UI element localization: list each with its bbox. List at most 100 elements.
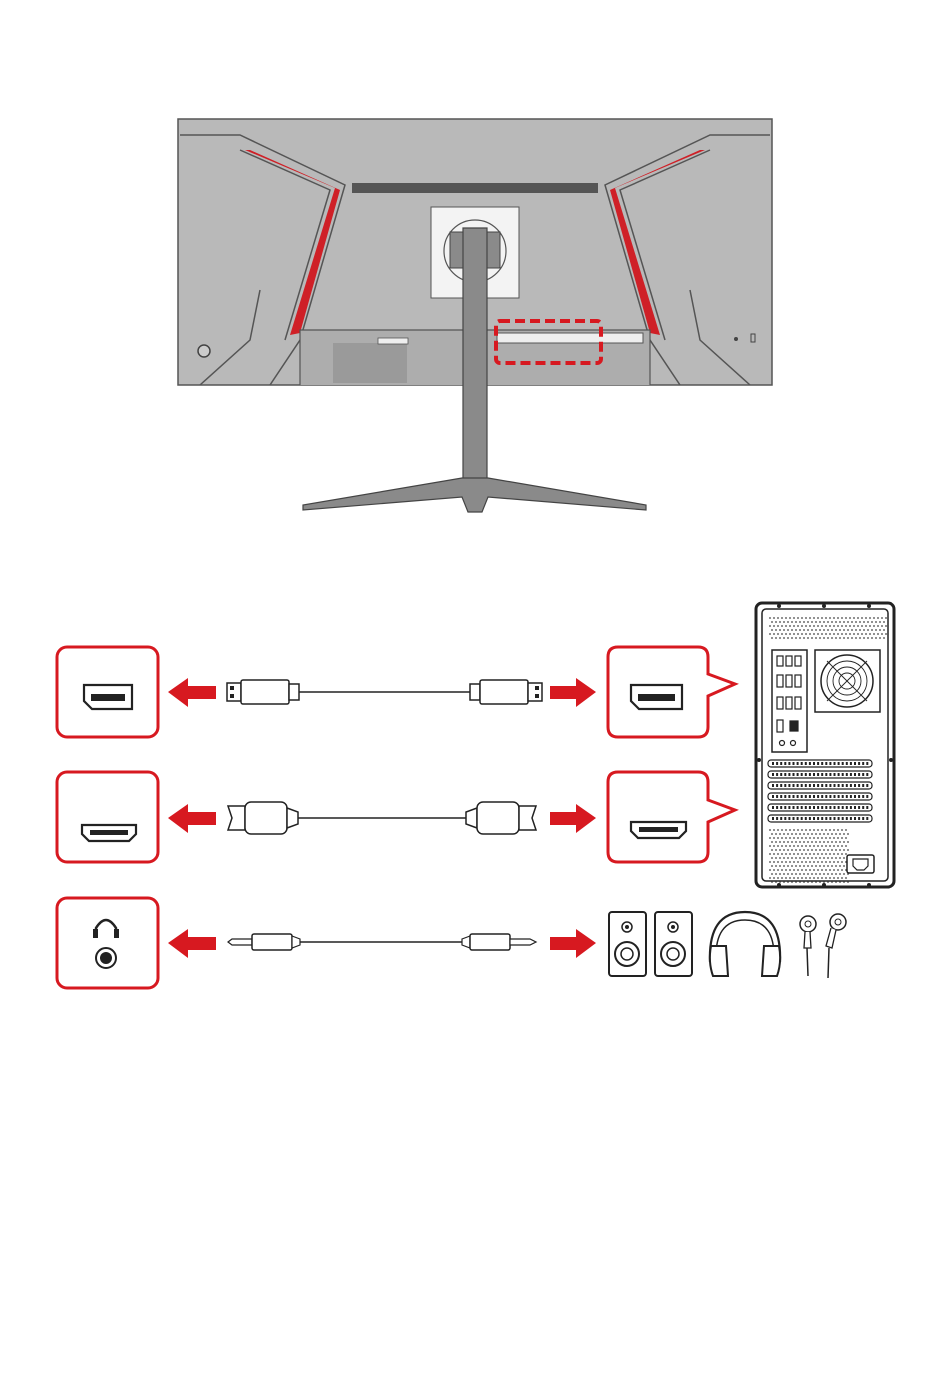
vent-hole (867, 621, 869, 623)
slot-vent (821, 773, 823, 776)
vent-hole (803, 621, 805, 623)
vent-hole (853, 633, 855, 635)
vent-hole (783, 873, 785, 875)
vent-hole (867, 637, 869, 639)
slot-vent (809, 795, 811, 798)
vent-hole (885, 633, 887, 635)
vent-hole (819, 865, 821, 867)
vent-hole (851, 637, 853, 639)
arrow-left-icon (168, 929, 216, 958)
vent-hole (789, 625, 791, 627)
vent-hole (841, 617, 843, 619)
slot-vent (776, 784, 778, 787)
vent-hole (841, 869, 843, 871)
vent-hole (835, 629, 837, 631)
vent-hole (817, 869, 819, 871)
slot-vent (821, 817, 823, 820)
vent-hole (773, 617, 775, 619)
vent-hole (837, 853, 839, 855)
vent-hole (833, 837, 835, 839)
vent-hole (851, 629, 853, 631)
vent-hole (875, 621, 877, 623)
vent-hole (795, 849, 797, 851)
slot-vent (850, 817, 852, 820)
vent-hole (871, 621, 873, 623)
vent-hole (863, 637, 865, 639)
vent-hole (769, 617, 771, 619)
vent-hole (855, 629, 857, 631)
vent-hole (807, 865, 809, 867)
slot-vent (772, 817, 774, 820)
slot-vent (772, 795, 774, 798)
slot-vent (797, 762, 799, 765)
slot-vent (797, 784, 799, 787)
vent-hole (815, 629, 817, 631)
vent-hole (791, 865, 793, 867)
slot-vent (846, 773, 848, 776)
vent-hole (771, 849, 773, 851)
displayport-icon (631, 685, 682, 709)
vent-hole (795, 629, 797, 631)
vent-hole (827, 873, 829, 875)
vent-hole (787, 865, 789, 867)
vent-hole (799, 833, 801, 835)
vent-hole (805, 625, 807, 627)
vent-hole (775, 833, 777, 835)
vent-hole (819, 833, 821, 835)
vent-hole (831, 865, 833, 867)
vent-hole (781, 617, 783, 619)
vent-hole (841, 625, 843, 627)
vent-hole (803, 873, 805, 875)
vent-hole (831, 637, 833, 639)
vent-hole (793, 625, 795, 627)
slot-vent (780, 795, 782, 798)
vent-hole (873, 625, 875, 627)
slot-vent (862, 784, 864, 787)
slot-vent (854, 806, 856, 809)
vent-hole (793, 869, 795, 871)
vent-hole (849, 633, 851, 635)
vent-hole (809, 617, 811, 619)
vent-hole (787, 833, 789, 835)
vent-hole (791, 857, 793, 859)
slot-vent (834, 773, 836, 776)
slot-vent (838, 806, 840, 809)
slot-vent (846, 784, 848, 787)
slot-vent (850, 773, 852, 776)
slot-vent (821, 762, 823, 765)
vent-hole (843, 865, 845, 867)
vent-hole (819, 873, 821, 875)
vent-hole (847, 881, 849, 883)
vent-hole (849, 625, 851, 627)
monitor-io-panel (497, 333, 643, 343)
vent-hole (811, 857, 813, 859)
vent-hole (863, 621, 865, 623)
vent-hole (769, 837, 771, 839)
vent-hole (811, 849, 813, 851)
slot-vent (780, 784, 782, 787)
vent-hole (869, 625, 871, 627)
earphones-icon (800, 914, 846, 978)
slot-vent (821, 806, 823, 809)
slot-vent (788, 806, 790, 809)
slot-vent (862, 773, 864, 776)
vent-hole (829, 829, 831, 831)
vent-hole (835, 873, 837, 875)
vent-hole (829, 625, 831, 627)
slot-vent (809, 817, 811, 820)
vent-hole (773, 633, 775, 635)
vent-hole (785, 625, 787, 627)
vent-hole (783, 621, 785, 623)
slot-vent (850, 784, 852, 787)
vent-hole (791, 637, 793, 639)
vent-hole (841, 829, 843, 831)
slot-vent (801, 773, 803, 776)
vent-hole (799, 849, 801, 851)
vent-hole (775, 849, 777, 851)
slot-vent (834, 806, 836, 809)
vent-hole (857, 617, 859, 619)
vent-hole (817, 877, 819, 879)
slot-vent (772, 806, 774, 809)
vent-hole (835, 621, 837, 623)
vent-hole (869, 633, 871, 635)
